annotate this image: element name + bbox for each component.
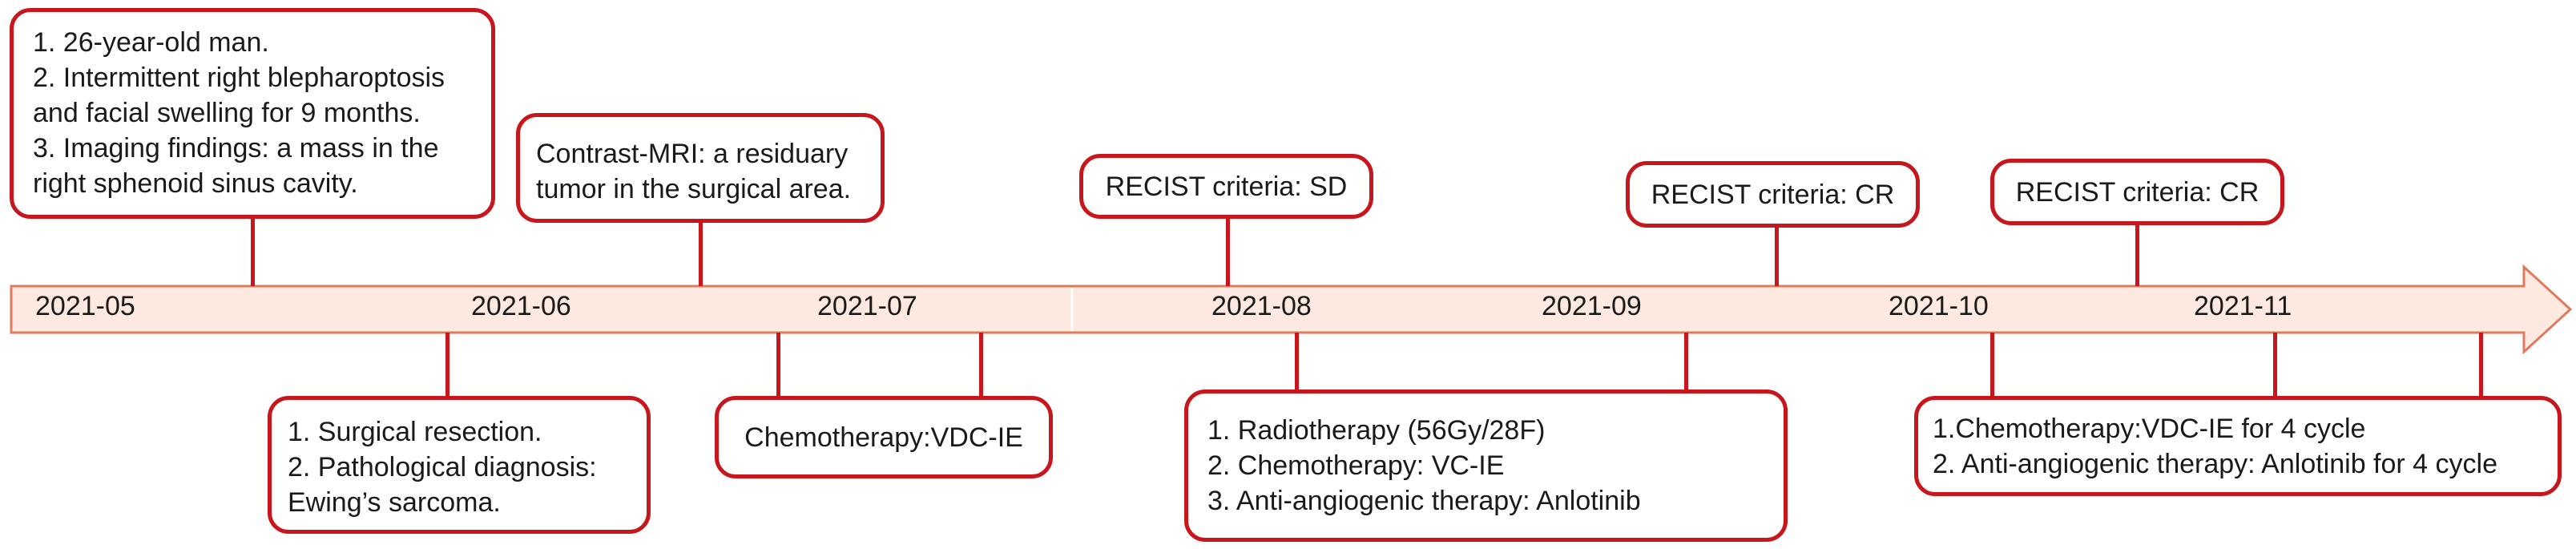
- connector-line: [251, 217, 255, 286]
- connector-line: [1775, 226, 1779, 286]
- event-text-line: 2. Chemotherapy: VC-IE: [1207, 450, 1505, 481]
- connector-line: [2273, 333, 2277, 397]
- connector-line: [1684, 333, 1688, 390]
- event-text-line: RECIST criteria: CR: [2015, 176, 2260, 208]
- event-box-maintenance-therapy: 1.Chemotherapy:VDC-IE for 4 cycle 2. Ant…: [1914, 396, 2562, 496]
- event-box-patient-presentation: 1. 26-year-old man. 2. Intermittent righ…: [10, 8, 495, 219]
- event-text-line: right sphenoid sinus cavity.: [33, 168, 358, 199]
- connector-line: [2135, 224, 2139, 286]
- event-text-line: tumor in the surgical area.: [536, 174, 852, 204]
- date-label: 2021-08: [1211, 291, 1312, 321]
- event-text-line: 3. Anti-angiogenic therapy: Anlotinib: [1207, 486, 1641, 516]
- event-text-line: 1. Surgical resection.: [288, 417, 542, 447]
- connector-line: [445, 333, 449, 397]
- event-text-line: 1.Chemotherapy:VDC-IE for 4 cycle: [1933, 414, 2366, 444]
- connector-line: [699, 221, 703, 286]
- event-text-line: RECIST criteria: SD: [1105, 171, 1348, 202]
- event-text-line: 1. Radiotherapy (56Gy/28F): [1207, 415, 1546, 446]
- event-text-line: Ewing’s sarcoma.: [288, 487, 501, 518]
- event-text-line: 1. 26-year-old man.: [33, 27, 269, 58]
- connector-line: [776, 333, 780, 397]
- event-box-radiotherapy: 1. Radiotherapy (56Gy/28F) 2. Chemothera…: [1184, 390, 1788, 542]
- connector-line: [1295, 333, 1299, 390]
- event-box-recist-cr-1: RECIST criteria: CR: [1626, 161, 1920, 228]
- event-box-surgery: 1. Surgical resection. 2. Pathological d…: [268, 396, 651, 534]
- connector-line: [2479, 333, 2483, 397]
- date-label: 2021-11: [2194, 291, 2292, 321]
- event-text-line: Chemotherapy:VDC-IE: [744, 422, 1023, 453]
- event-text-line: 2. Intermittent right blepharoptosis: [33, 63, 445, 93]
- date-label: 2021-07: [817, 291, 917, 321]
- date-label: 2021-06: [471, 291, 571, 321]
- event-box-recist-sd: RECIST criteria: SD: [1079, 154, 1373, 219]
- event-text-line: 2. Pathological diagnosis:: [288, 452, 597, 482]
- event-text-line: 3. Imaging findings: a mass in the: [33, 133, 439, 163]
- connector-line: [1226, 216, 1230, 286]
- event-box-recist-cr-2: RECIST criteria: CR: [1990, 159, 2284, 225]
- date-label: 2021-09: [1542, 291, 1642, 321]
- event-box-contrast-mri: Contrast-MRI: a residuary tumor in the s…: [516, 113, 885, 223]
- event-text-line: Contrast-MRI: a residuary: [536, 139, 849, 169]
- date-label: 2021-05: [35, 291, 135, 321]
- date-label: 2021-10: [1889, 291, 1989, 321]
- event-text-line: 2. Anti-angiogenic therapy: Anlotinib fo…: [1933, 449, 2497, 479]
- event-text-line: and facial swelling for 9 months.: [33, 98, 421, 128]
- connector-line: [1990, 333, 1994, 397]
- timeline-arrow-shape: [10, 264, 2573, 355]
- event-text-line: RECIST criteria: CR: [1651, 179, 1895, 210]
- event-box-chemotherapy-vdc-ie: Chemotherapy:VDC-IE: [715, 396, 1053, 478]
- connector-line: [979, 333, 983, 397]
